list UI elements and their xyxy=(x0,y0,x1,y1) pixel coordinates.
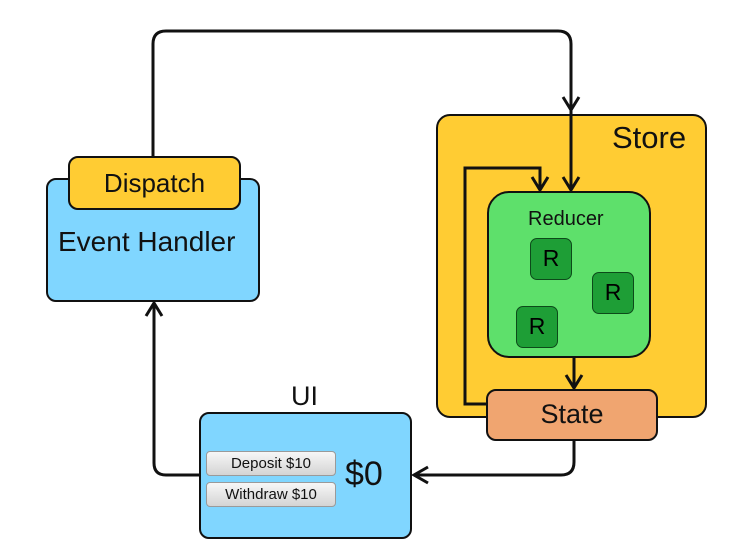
reducer-item: R xyxy=(516,306,558,348)
ui-to-handler-arrow xyxy=(152,303,199,477)
arrowhead xyxy=(144,300,164,317)
deposit-button[interactable]: Deposit $10 xyxy=(206,451,336,476)
reducer-title: Reducer xyxy=(528,208,604,230)
arrowhead xyxy=(561,176,581,193)
balance-display: $0 xyxy=(345,455,383,493)
reducer-item: R xyxy=(592,272,634,314)
dispatch-box: Dispatch xyxy=(68,156,241,210)
event-handler-title: Event Handler xyxy=(58,226,236,257)
arrowhead xyxy=(564,374,584,391)
state-to-reducer-arrow xyxy=(463,166,542,406)
state-to-ui-arrow xyxy=(414,441,576,477)
arrowhead xyxy=(410,465,429,485)
arrowhead xyxy=(530,176,550,193)
state-box: State xyxy=(486,389,658,441)
reducer-item: R xyxy=(530,238,572,280)
withdraw-button[interactable]: Withdraw $10 xyxy=(206,482,336,507)
dispatch-to-store-arrow xyxy=(151,29,573,190)
ui-title: UI xyxy=(291,381,318,411)
store-title: Store xyxy=(612,120,687,155)
arrowhead xyxy=(561,96,581,113)
